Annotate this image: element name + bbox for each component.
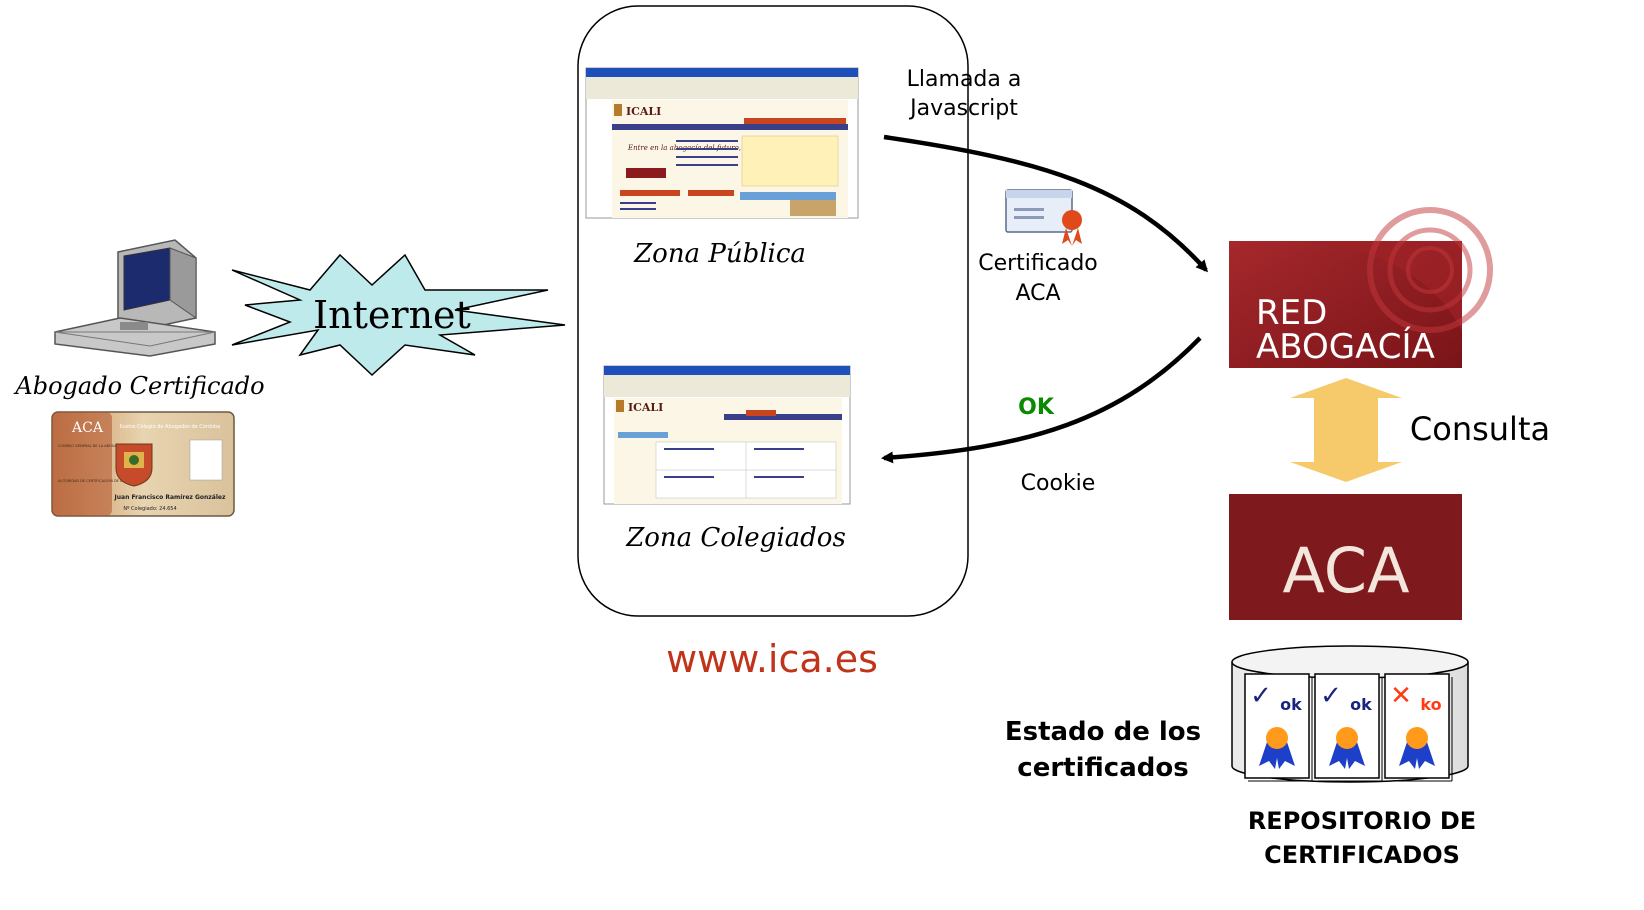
red-abogacia-logo: RED ABOGACÍA bbox=[1229, 207, 1493, 368]
website-container: ICALI Entre en la abogacía del futuro, h… bbox=[577, 5, 969, 617]
card-number: Nº Colegiado: 24.654 bbox=[123, 506, 176, 512]
repository-title-line2: CERTIFICADOS bbox=[1264, 841, 1460, 869]
members-zone-label: Zona Colegiados bbox=[625, 523, 846, 553]
repository-title-line1: REPOSITORIO DE bbox=[1248, 807, 1476, 835]
js-call-label-line1: Llamada a bbox=[907, 67, 1022, 92]
seal-ribbon-icon bbox=[1399, 727, 1435, 769]
card-name: Juan Francisco Ramírez González bbox=[114, 494, 226, 501]
client-label: Abogado Certificado bbox=[13, 372, 264, 400]
aca-logo: ACA bbox=[1229, 494, 1462, 620]
status-label-line1: Estado de los bbox=[1005, 717, 1201, 747]
public-brand: ICALI bbox=[626, 105, 661, 118]
repo-card-status: ok bbox=[1350, 695, 1372, 714]
consult-double-arrow bbox=[1290, 378, 1402, 482]
repo-card: ✕ ko bbox=[1384, 673, 1453, 782]
internet-cloud: Internet bbox=[231, 253, 566, 377]
cross-icon: ✕ bbox=[1390, 681, 1412, 711]
site-url: www.ica.es bbox=[666, 637, 878, 681]
repo-card: ✓ ok bbox=[1314, 673, 1383, 782]
certificate-icon bbox=[1005, 189, 1082, 246]
card-org-2: AUTORIDAD DE CERTIFICACIÓN DE LA ABOGACÍ… bbox=[58, 478, 145, 483]
check-icon: ✓ bbox=[1250, 681, 1272, 711]
status-label-line2: certificados bbox=[1017, 753, 1188, 783]
certificate-label-line2: ACA bbox=[1015, 281, 1060, 306]
certificate-label-line1: Certificado bbox=[978, 251, 1098, 276]
consult-label: Consulta bbox=[1410, 410, 1550, 448]
seal-ribbon-icon bbox=[1329, 727, 1365, 769]
seal-ribbon-icon bbox=[1259, 727, 1295, 769]
repo-card-status: ok bbox=[1280, 695, 1302, 714]
js-call-label-line2: Javascript bbox=[908, 96, 1018, 121]
card-photo bbox=[189, 439, 223, 481]
computer-icon bbox=[54, 239, 216, 357]
aca-logo-text: ACA bbox=[1282, 534, 1409, 607]
card-logo: ACA bbox=[71, 420, 104, 436]
red-abogacia-line1: RED bbox=[1256, 293, 1327, 333]
ok-response-arrow bbox=[881, 336, 1202, 464]
coat-of-arms-icon bbox=[115, 443, 153, 487]
repo-card-status: ko bbox=[1420, 695, 1441, 714]
check-icon: ✓ bbox=[1320, 681, 1342, 711]
red-abogacia-line2: ABOGACÍA bbox=[1256, 326, 1435, 367]
members-zone-screenshot: ICALI bbox=[603, 365, 851, 505]
public-zone-label: Zona Pública bbox=[633, 239, 806, 269]
internet-label: Internet bbox=[313, 293, 471, 337]
members-brand: ICALI bbox=[628, 401, 663, 414]
internet-burst-shape bbox=[231, 253, 566, 377]
js-call-arrow bbox=[883, 134, 1209, 273]
lawyer-id-card: ACA Ilustre Colegio de Abogados de Córdo… bbox=[51, 411, 235, 517]
cookie-label: Cookie bbox=[1021, 471, 1096, 496]
public-zone-screenshot: ICALI Entre en la abogacía del futuro, h… bbox=[585, 67, 859, 219]
repo-card: ✓ ok bbox=[1244, 673, 1313, 782]
card-header: Ilustre Colegio de Abogados de Córdoba bbox=[120, 423, 220, 430]
ok-label: OK bbox=[1018, 395, 1055, 420]
card-org-1: CONSEJO GENERAL DE LA ABOGACÍA ESPAÑOLA bbox=[58, 443, 143, 448]
repository-cards: ✓ ok ✓ ok ✕ ko bbox=[1244, 673, 1453, 782]
